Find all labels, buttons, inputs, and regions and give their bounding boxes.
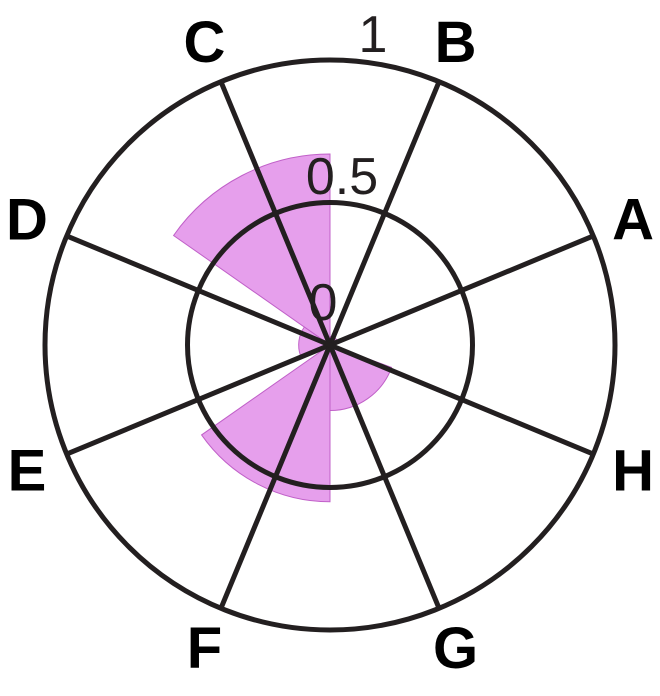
category-label-g: G (433, 616, 478, 681)
spoke-3 (65, 233, 595, 457)
category-label-b: B (435, 10, 477, 75)
ring-outer (42, 57, 618, 633)
category-label-e: E (8, 439, 47, 504)
tick-label-1: 0.5 (306, 148, 378, 206)
tick-label-2: 1 (359, 6, 388, 64)
category-label-h: H (612, 439, 654, 504)
category-label-a: A (612, 187, 654, 252)
wedge-5 (329, 344, 393, 412)
wedge-1 (172, 153, 331, 346)
grid-layer (42, 57, 618, 633)
wedge-4 (200, 344, 331, 503)
category-label-d: D (6, 187, 48, 252)
category-label-c: C (184, 10, 226, 75)
category-label-f: F (187, 616, 222, 681)
radial-tick-labels: 00.51 (306, 6, 388, 332)
ring-inner (185, 200, 475, 490)
tick-label-0: 0 (309, 274, 338, 332)
category-labels: A B C D E F G H (6, 10, 654, 681)
